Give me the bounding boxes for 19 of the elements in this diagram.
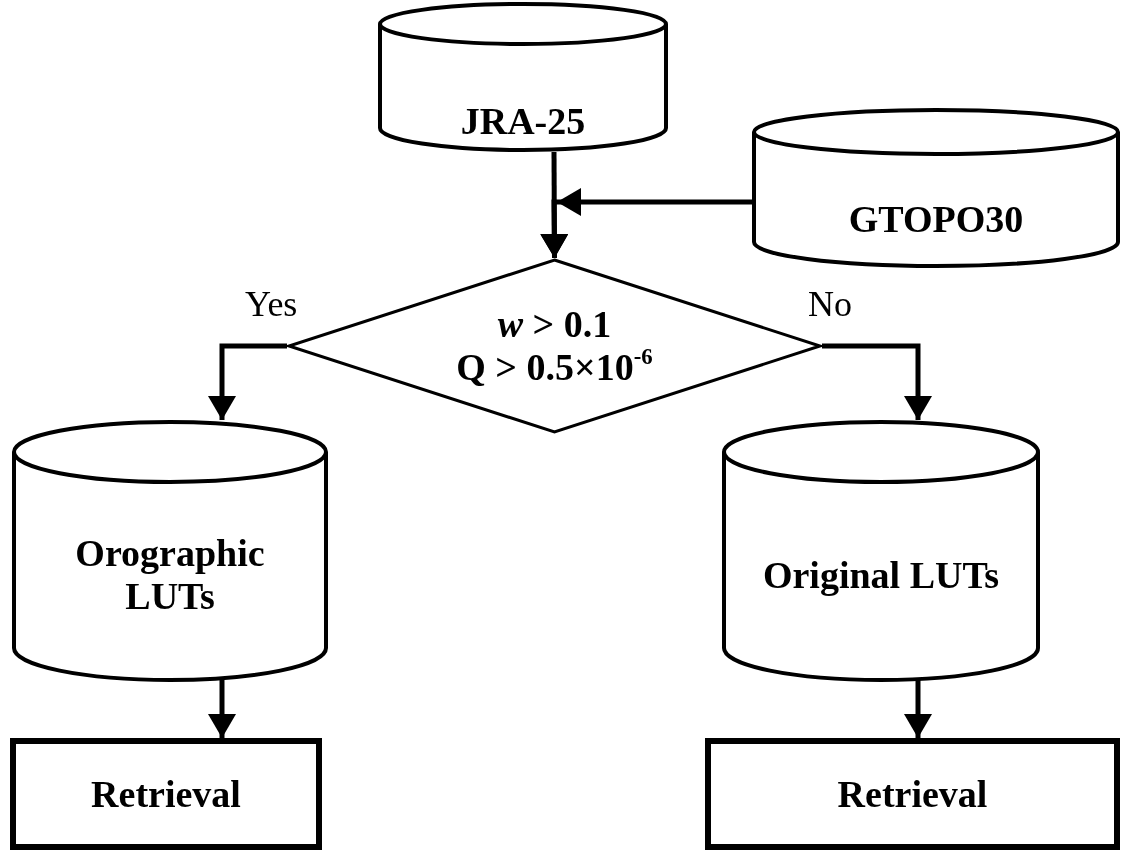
database-cylinder: [12, 420, 328, 682]
arrow: [822, 343, 932, 420]
process-box: [705, 738, 1120, 850]
arrow: [904, 680, 932, 738]
database-cylinder: [722, 420, 1040, 682]
node-label: Orographic LUTs: [74, 532, 266, 618]
node-label: JRA-25: [460, 99, 586, 143]
arrow: [540, 188, 752, 259]
arrow: [208, 680, 236, 738]
database-cylinder: [752, 108, 1120, 268]
arrow: [208, 343, 287, 420]
node-label: Retrieval: [91, 772, 241, 816]
node-label: Retrieval: [837, 772, 988, 816]
node-label: w > 0.1: [497, 303, 612, 346]
node-label: Q > 0.5×10$^{-6}$: [456, 346, 653, 389]
process-box: [10, 738, 322, 850]
database-cylinder: [378, 2, 668, 152]
node-label: Original LUTs: [762, 553, 1000, 597]
node-label: GTOPO30: [848, 197, 1024, 241]
